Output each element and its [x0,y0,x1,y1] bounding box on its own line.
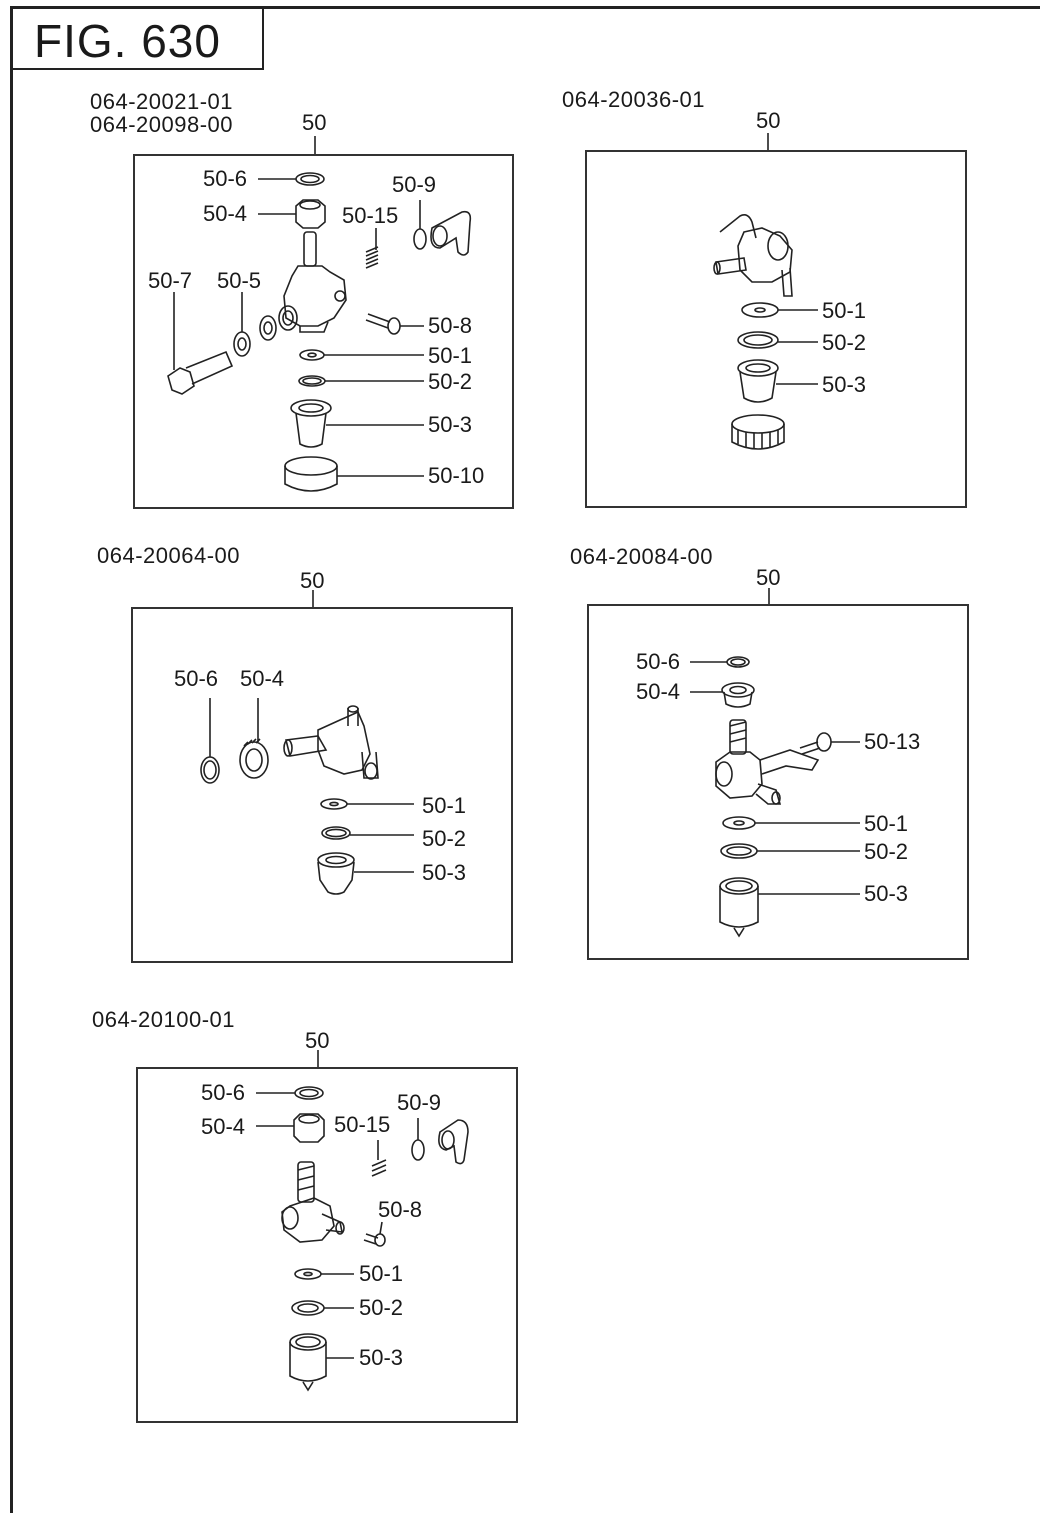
part-number: 064-20036-01 [562,87,706,112]
page-frame-left [10,6,13,1513]
diagram-panel-b [585,150,967,508]
callout-label: 50-4 [636,679,681,704]
part-number: 064-20100-01 [92,1007,236,1032]
callout-label: 50-7 [148,268,193,293]
callout-label: 50-1 [822,298,867,323]
group-label: 50 [300,568,325,593]
callout-label: 50-3 [822,372,867,397]
callout-label: 50-8 [428,313,473,338]
callout-label: 50-4 [203,201,248,226]
callout-label: 50-1 [359,1261,404,1286]
diagram-panel-c [131,607,513,963]
callout-label: 50-2 [422,826,467,851]
figure-title: FIG. 630 [34,15,221,67]
callout-label: 50-1 [864,811,909,836]
callout-label: 50-9 [392,172,437,197]
group-label: 50 [756,108,781,133]
figure-title-box [12,8,264,70]
callout-label: 50-3 [864,881,909,906]
callout-label: 50-5 [217,268,262,293]
callout-label: 50-2 [428,369,473,394]
diagram-panel-d [587,604,969,960]
callout-label: 50-6 [636,649,681,674]
diagram-panel-e [136,1067,518,1423]
callout-label: 50-3 [422,860,467,885]
callout-label: 50-6 [201,1080,246,1105]
callout-label: 50-8 [378,1197,423,1222]
part-number: 064-20084-00 [570,544,714,569]
part-number: 064-20021-01 [90,89,234,114]
callout-label: 50-15 [334,1112,391,1137]
group-label: 50 [756,565,781,590]
callout-label: 50-1 [428,343,473,368]
callout-label: 50-6 [174,666,219,691]
callout-label: 50-6 [203,166,248,191]
page-frame-top [10,6,1040,9]
callout-label: 50-10 [428,463,485,488]
part-number: 064-20064-00 [97,543,241,568]
callout-label: 50-9 [397,1090,442,1115]
callout-label: 50-4 [240,666,285,691]
callout-label: 50-2 [822,330,867,355]
part-number: 064-20098-00 [90,112,234,137]
callout-label: 50-3 [359,1345,404,1370]
callout-label: 50-2 [864,839,909,864]
callout-label: 50-2 [359,1295,404,1320]
group-label: 50 [302,110,327,135]
callout-label: 50-1 [422,793,467,818]
callout-label: 50-13 [864,729,921,754]
callout-label: 50-15 [342,203,399,228]
callout-label: 50-4 [201,1114,246,1139]
group-label: 50 [305,1028,330,1053]
callout-label: 50-3 [428,412,473,437]
